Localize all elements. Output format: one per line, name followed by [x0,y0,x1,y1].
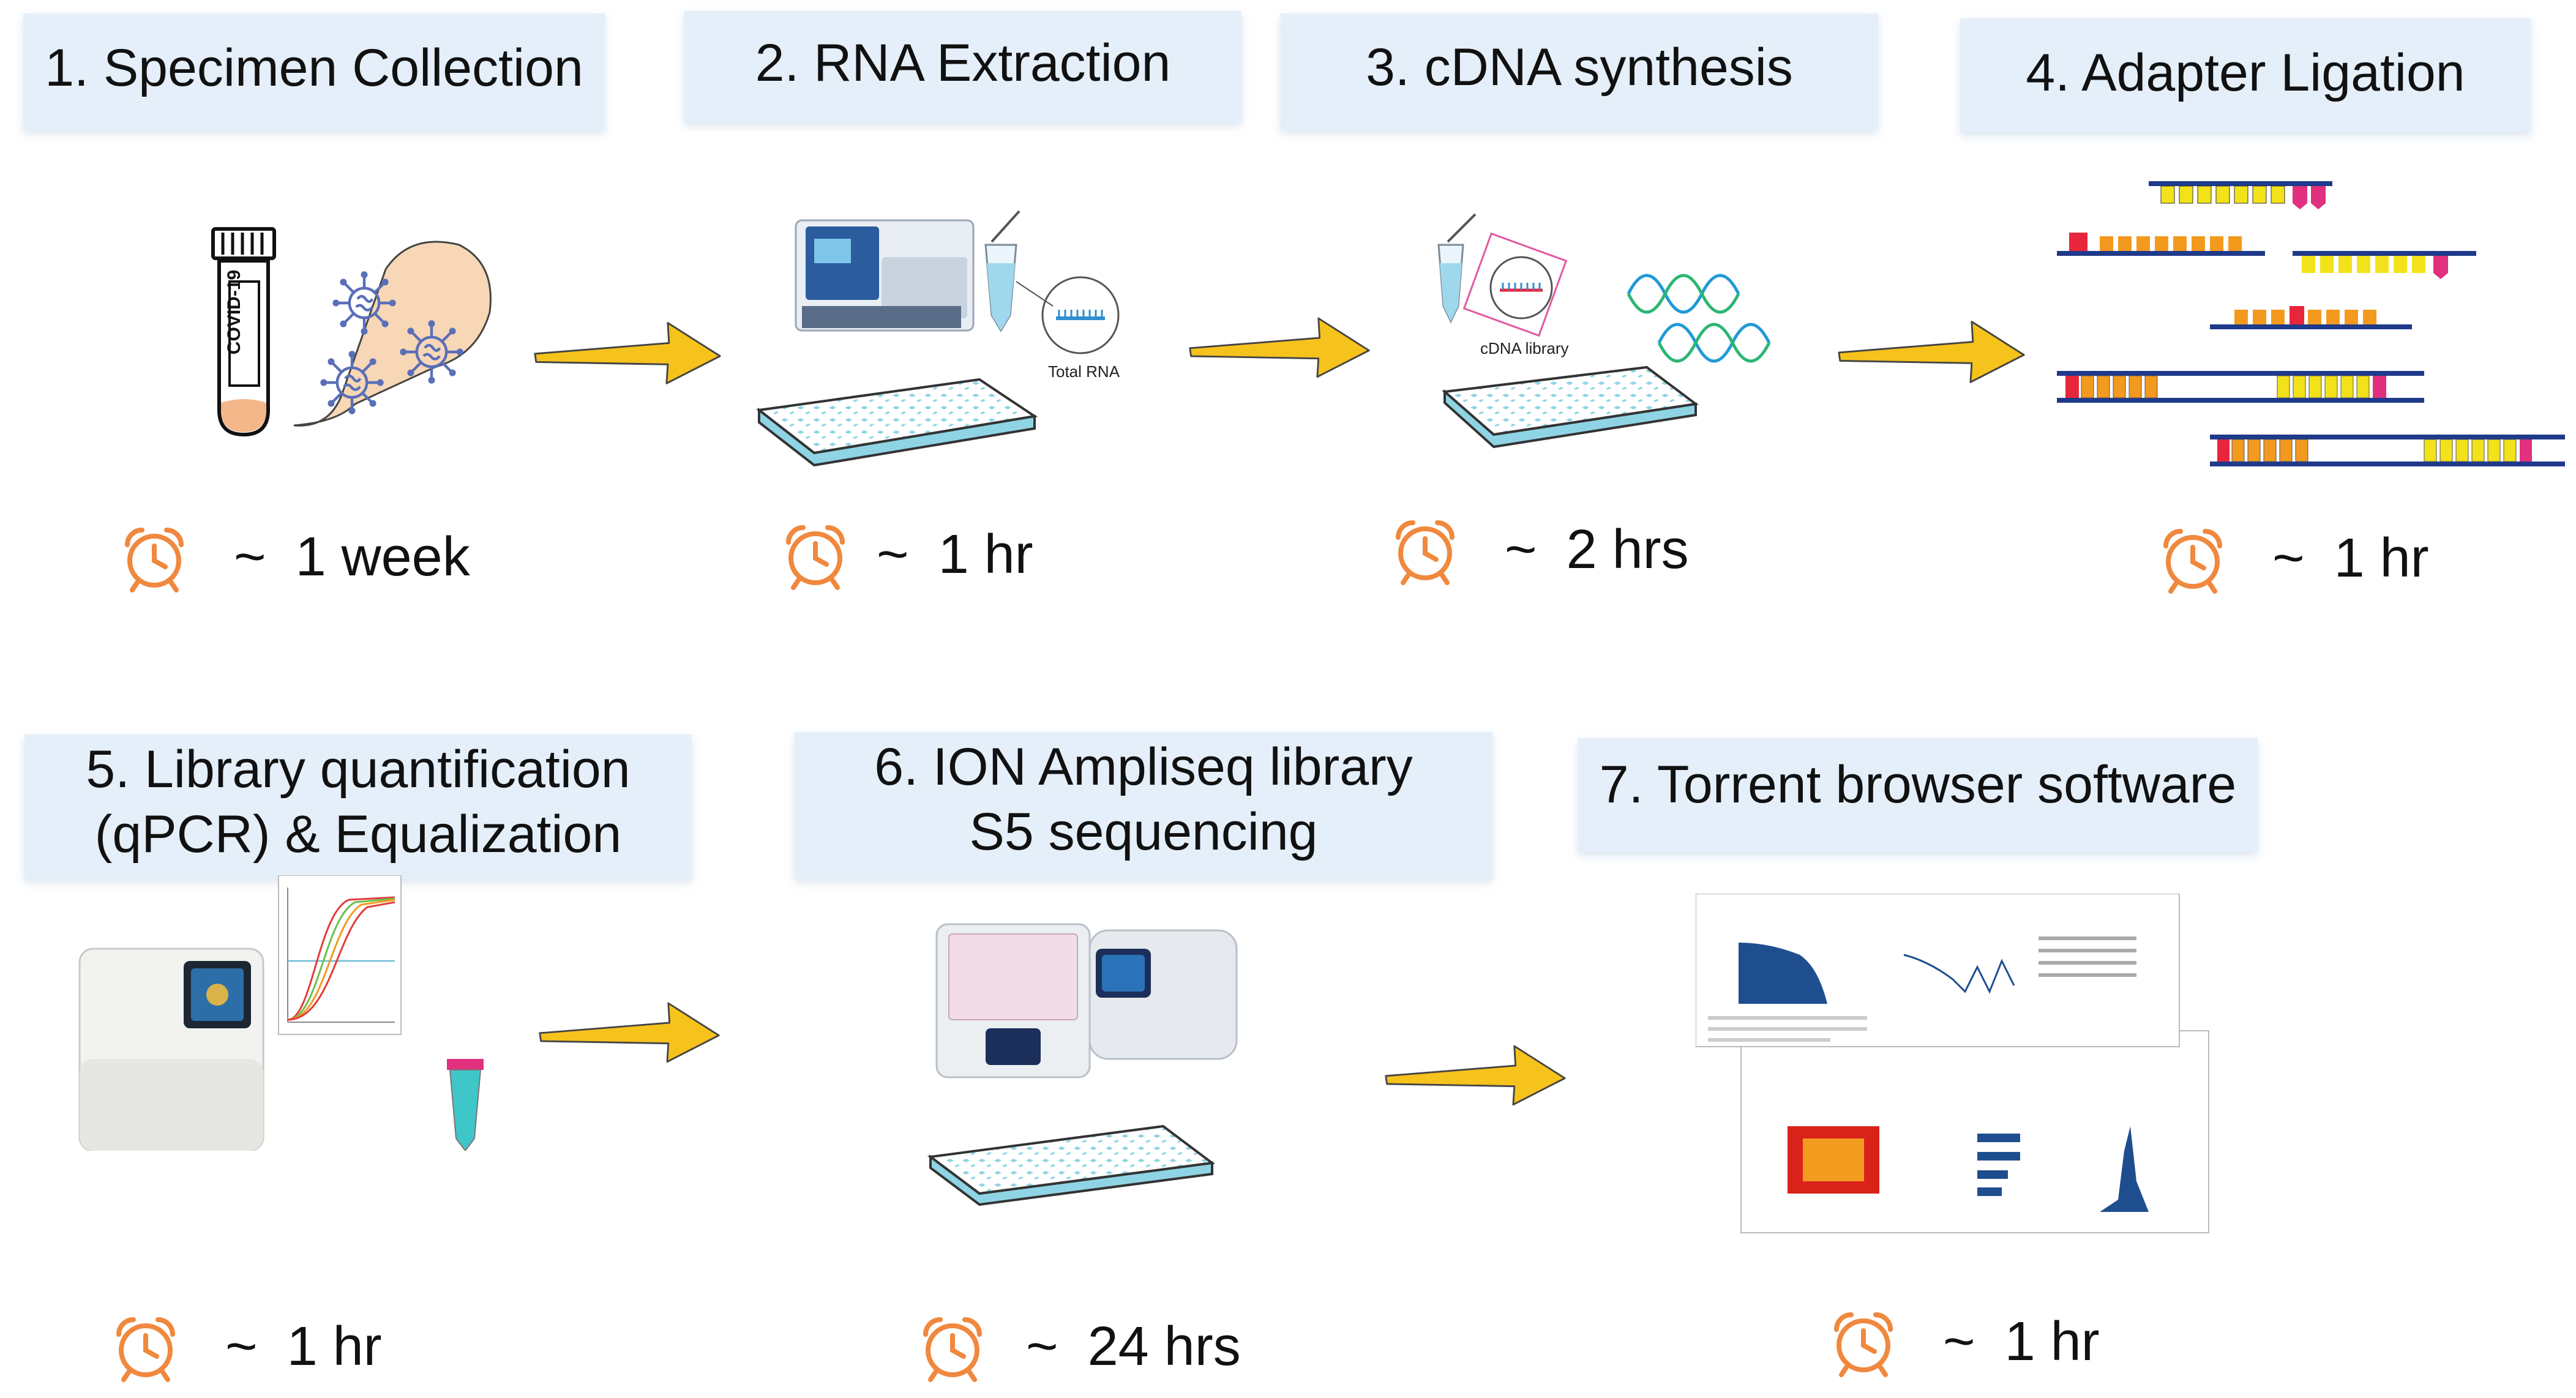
step-6-title-line-2: S5 sequencing [969,802,1318,861]
step-7-duration: ~ 1 hr [1827,1305,2100,1378]
arrow-right-icon [1383,1041,1567,1108]
alarm-clock-icon [916,1310,989,1383]
step-5-title: 5. Library quantification (qPCR) & Equal… [24,735,692,879]
torrent-browser-screenshots [1696,894,2209,1233]
rna-extraction-illustration [756,210,1120,467]
step-3-duration: ~ 2 hrs [1388,513,1689,586]
step-7-title-line: 7. Torrent browser software [1599,755,2237,814]
tilde: ~ [1943,1310,1975,1372]
alarm-clock-icon [109,1310,182,1383]
arrow-right-icon [1188,313,1371,379]
step-1-title: 1. Specimen Collection [23,13,605,130]
alarm-clock-icon [779,518,852,591]
duration-text: 1 hr [286,1315,382,1377]
alarm-clock-icon [118,520,191,594]
step-2-duration: ~ 1 hr [779,518,1033,591]
cdna-library-label: cDNA library [1480,339,1569,357]
step-5-title-line-2: (qPCR) & Equalization [94,805,622,864]
step-4-duration: ~ 1 hr [2156,521,2429,595]
step-5-title-line-1: 5. Library quantification [86,740,631,799]
arrow-right-icon [533,318,722,386]
tilde: ~ [1026,1315,1058,1377]
tilde: ~ [877,523,909,585]
duration-text: 2 hrs [1566,518,1689,580]
duration-text: 1 hr [938,523,1033,585]
arrow-right-icon [1837,317,2026,384]
step-2-title-line: 2. RNA Extraction [755,34,1171,92]
fragment [2149,181,2332,209]
step-3-title-line: 3. cDNA synthesis [1366,38,1793,97]
cdna-synthesis-illustration [1437,213,1771,449]
s5-sequencer-illustration [927,923,1238,1206]
step-4-title: 4. Adapter Ligation [1960,18,2531,132]
duration-text: 1 hr [2334,527,2429,589]
total-rna-label: Total RNA [1048,362,1120,381]
tube-label: COVID-19 [224,269,244,355]
step-2-title: 2. RNA Extraction [684,11,1241,122]
alarm-clock-icon [1827,1305,1900,1378]
arrow-right-icon [537,998,721,1065]
step-1-duration: ~ 1 week [118,520,470,594]
tilde: ~ [225,1315,258,1377]
adapter-ligation-illustration [2057,181,2565,466]
tilde: ~ [234,526,266,588]
step-6-duration: ~ 24 hrs [916,1310,1241,1383]
tilde: ~ [1505,518,1537,580]
duration-text: 1 week [295,526,470,588]
specimen-tube-illustration [211,227,492,437]
alarm-clock-icon [2156,521,2230,595]
step-5-duration: ~ 1 hr [109,1310,382,1383]
tilde: ~ [2272,527,2305,589]
duration-text: 1 hr [2004,1310,2100,1372]
step-6-title-line-1: 6. ION Ampliseq library [874,738,1413,796]
step-4-title-line: 4. Adapter Ligation [2026,43,2465,102]
step-7-title: 7. Torrent browser software [1578,738,2258,852]
alarm-clock-icon [1388,513,1462,586]
step-1-title-line: 1. Specimen Collection [45,39,583,97]
duration-text: 24 hrs [1087,1315,1241,1377]
step-6-title: 6. ION Ampliseq library S5 sequencing [795,732,1492,879]
qpcr-illustration [78,875,484,1151]
step-3-title: 3. cDNA synthesis [1281,13,1878,130]
